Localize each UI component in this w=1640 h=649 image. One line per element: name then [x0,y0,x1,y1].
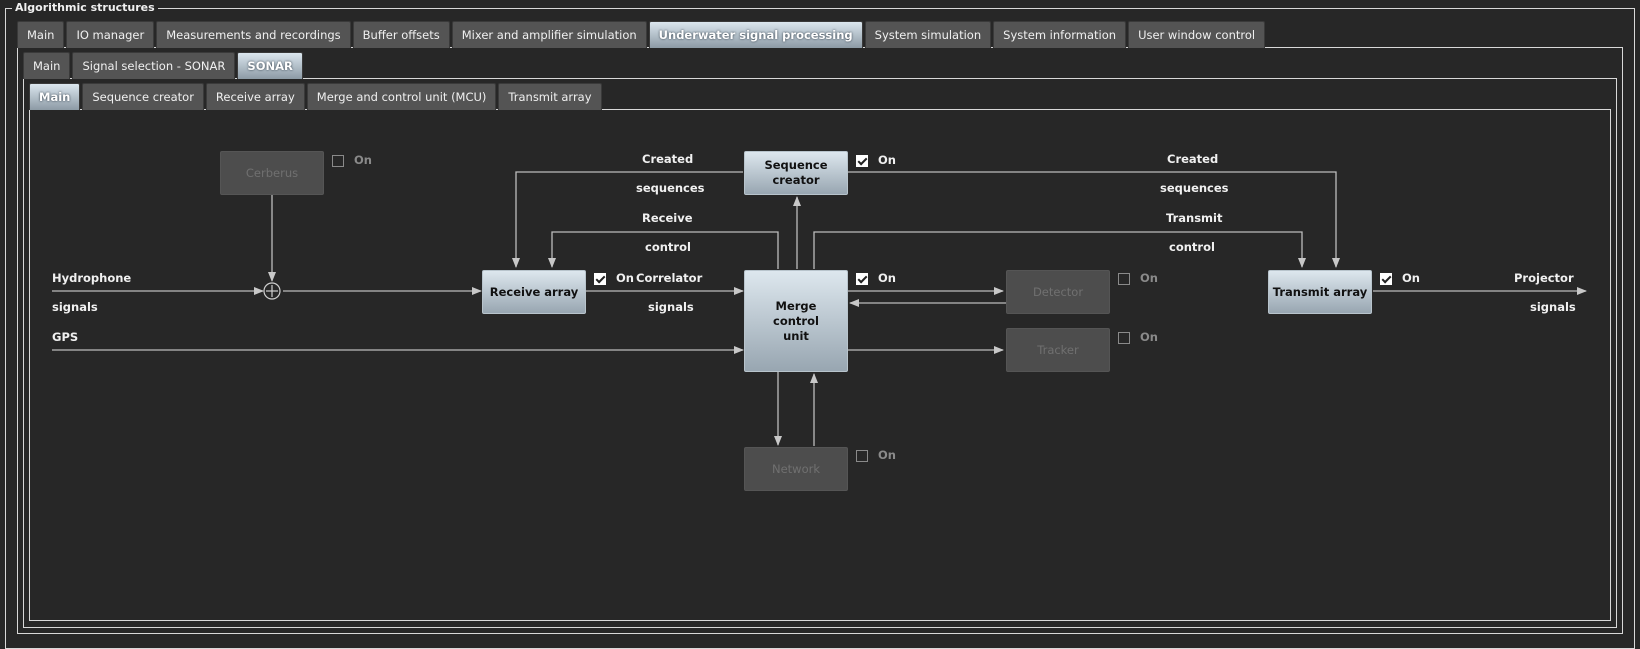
hydrophone-signals-line1: Hydrophone [52,271,132,285]
tab-sequence-creator[interactable]: Sequence creator [82,83,204,110]
created-sequences-left-line1: Created [642,152,694,166]
merge-control-unit-on-checkbox[interactable] [856,273,868,285]
receive-array-on-checkbox[interactable] [594,273,606,285]
receive-array-block[interactable]: Receive array [482,270,586,314]
tracker-block[interactable]: Tracker [1006,328,1110,372]
level2-tabbar: Main Signal selection - SONAR SONAR [23,52,303,79]
summing-junction [263,282,281,300]
tab-main[interactable]: Main [17,21,65,48]
tab-signal-selection-sonar[interactable]: Signal selection - SONAR [72,52,236,79]
level3-panel [29,109,1611,621]
tab-buffer-offsets[interactable]: Buffer offsets [352,21,450,48]
projector-signals-line2: signals [1530,300,1576,314]
tab-sonar-main[interactable]: Main [29,83,81,110]
transmit-array-on-label: On [1402,271,1420,285]
hydrophone-signals-line2: signals [52,300,98,314]
tab-merge-control-unit[interactable]: Merge and control unit (MCU) [306,83,497,110]
tracker-on-checkbox[interactable] [1118,332,1130,344]
transmit-array-on-checkbox[interactable] [1380,273,1392,285]
transmit-array-block[interactable]: Transmit array [1268,270,1372,314]
level1-tabbar: Main IO manager Measurements and recordi… [17,21,1266,48]
tab-sub-main[interactable]: Main [23,52,71,79]
tab-system-information[interactable]: System information [993,21,1127,48]
merge-control-unit-on-label: On [878,271,896,285]
cerberus-on-label: On [354,153,372,167]
tab-underwater-signal-processing[interactable]: Underwater signal processing [648,21,863,48]
level2-panel [23,78,1617,628]
gps-label: GPS [52,330,79,344]
sequence-creator-on-label: On [878,153,896,167]
correlator-signals-line1: Correlator [636,271,703,285]
tab-measurements[interactable]: Measurements and recordings [156,21,351,48]
detector-on-label: On [1140,271,1158,285]
tab-transmit-array[interactable]: Transmit array [498,83,602,110]
network-on-checkbox[interactable] [856,450,868,462]
transmit-control-line1: Transmit [1166,211,1223,225]
sequence-creator-block[interactable]: Sequence creator [744,151,848,195]
projector-signals-line1: Projector [1514,271,1574,285]
receive-control-line1: Receive [642,211,693,225]
tab-io-manager[interactable]: IO manager [66,21,155,48]
tab-user-window-control[interactable]: User window control [1128,21,1266,48]
detector-on-checkbox[interactable] [1118,273,1130,285]
correlator-signals-line2: signals [648,300,694,314]
created-sequences-right-line2: sequences [1160,181,1229,195]
transmit-control-line2: control [1169,240,1215,254]
tab-mixer-simulation[interactable]: Mixer and amplifier simulation [451,21,647,48]
receive-control-line2: control [645,240,691,254]
network-on-label: On [878,448,896,462]
group-title: Algorithmic structures [12,1,158,14]
created-sequences-right-line1: Created [1167,152,1219,166]
merge-control-unit-block[interactable]: Merge control unit [744,270,848,372]
receive-array-on-label: On [616,271,634,285]
tab-receive-array[interactable]: Receive array [205,83,305,110]
cerberus-block[interactable]: Cerberus [220,151,324,195]
level3-tabbar: Main Sequence creator Receive array Merg… [29,83,602,110]
created-sequences-left-line2: sequences [636,181,705,195]
tab-system-simulation[interactable]: System simulation [864,21,992,48]
sequence-creator-on-checkbox[interactable] [856,155,868,167]
network-block[interactable]: Network [744,447,848,491]
tab-sonar[interactable]: SONAR [237,52,303,79]
tracker-on-label: On [1140,330,1158,344]
cerberus-on-checkbox[interactable] [332,155,344,167]
detector-block[interactable]: Detector [1006,270,1110,314]
